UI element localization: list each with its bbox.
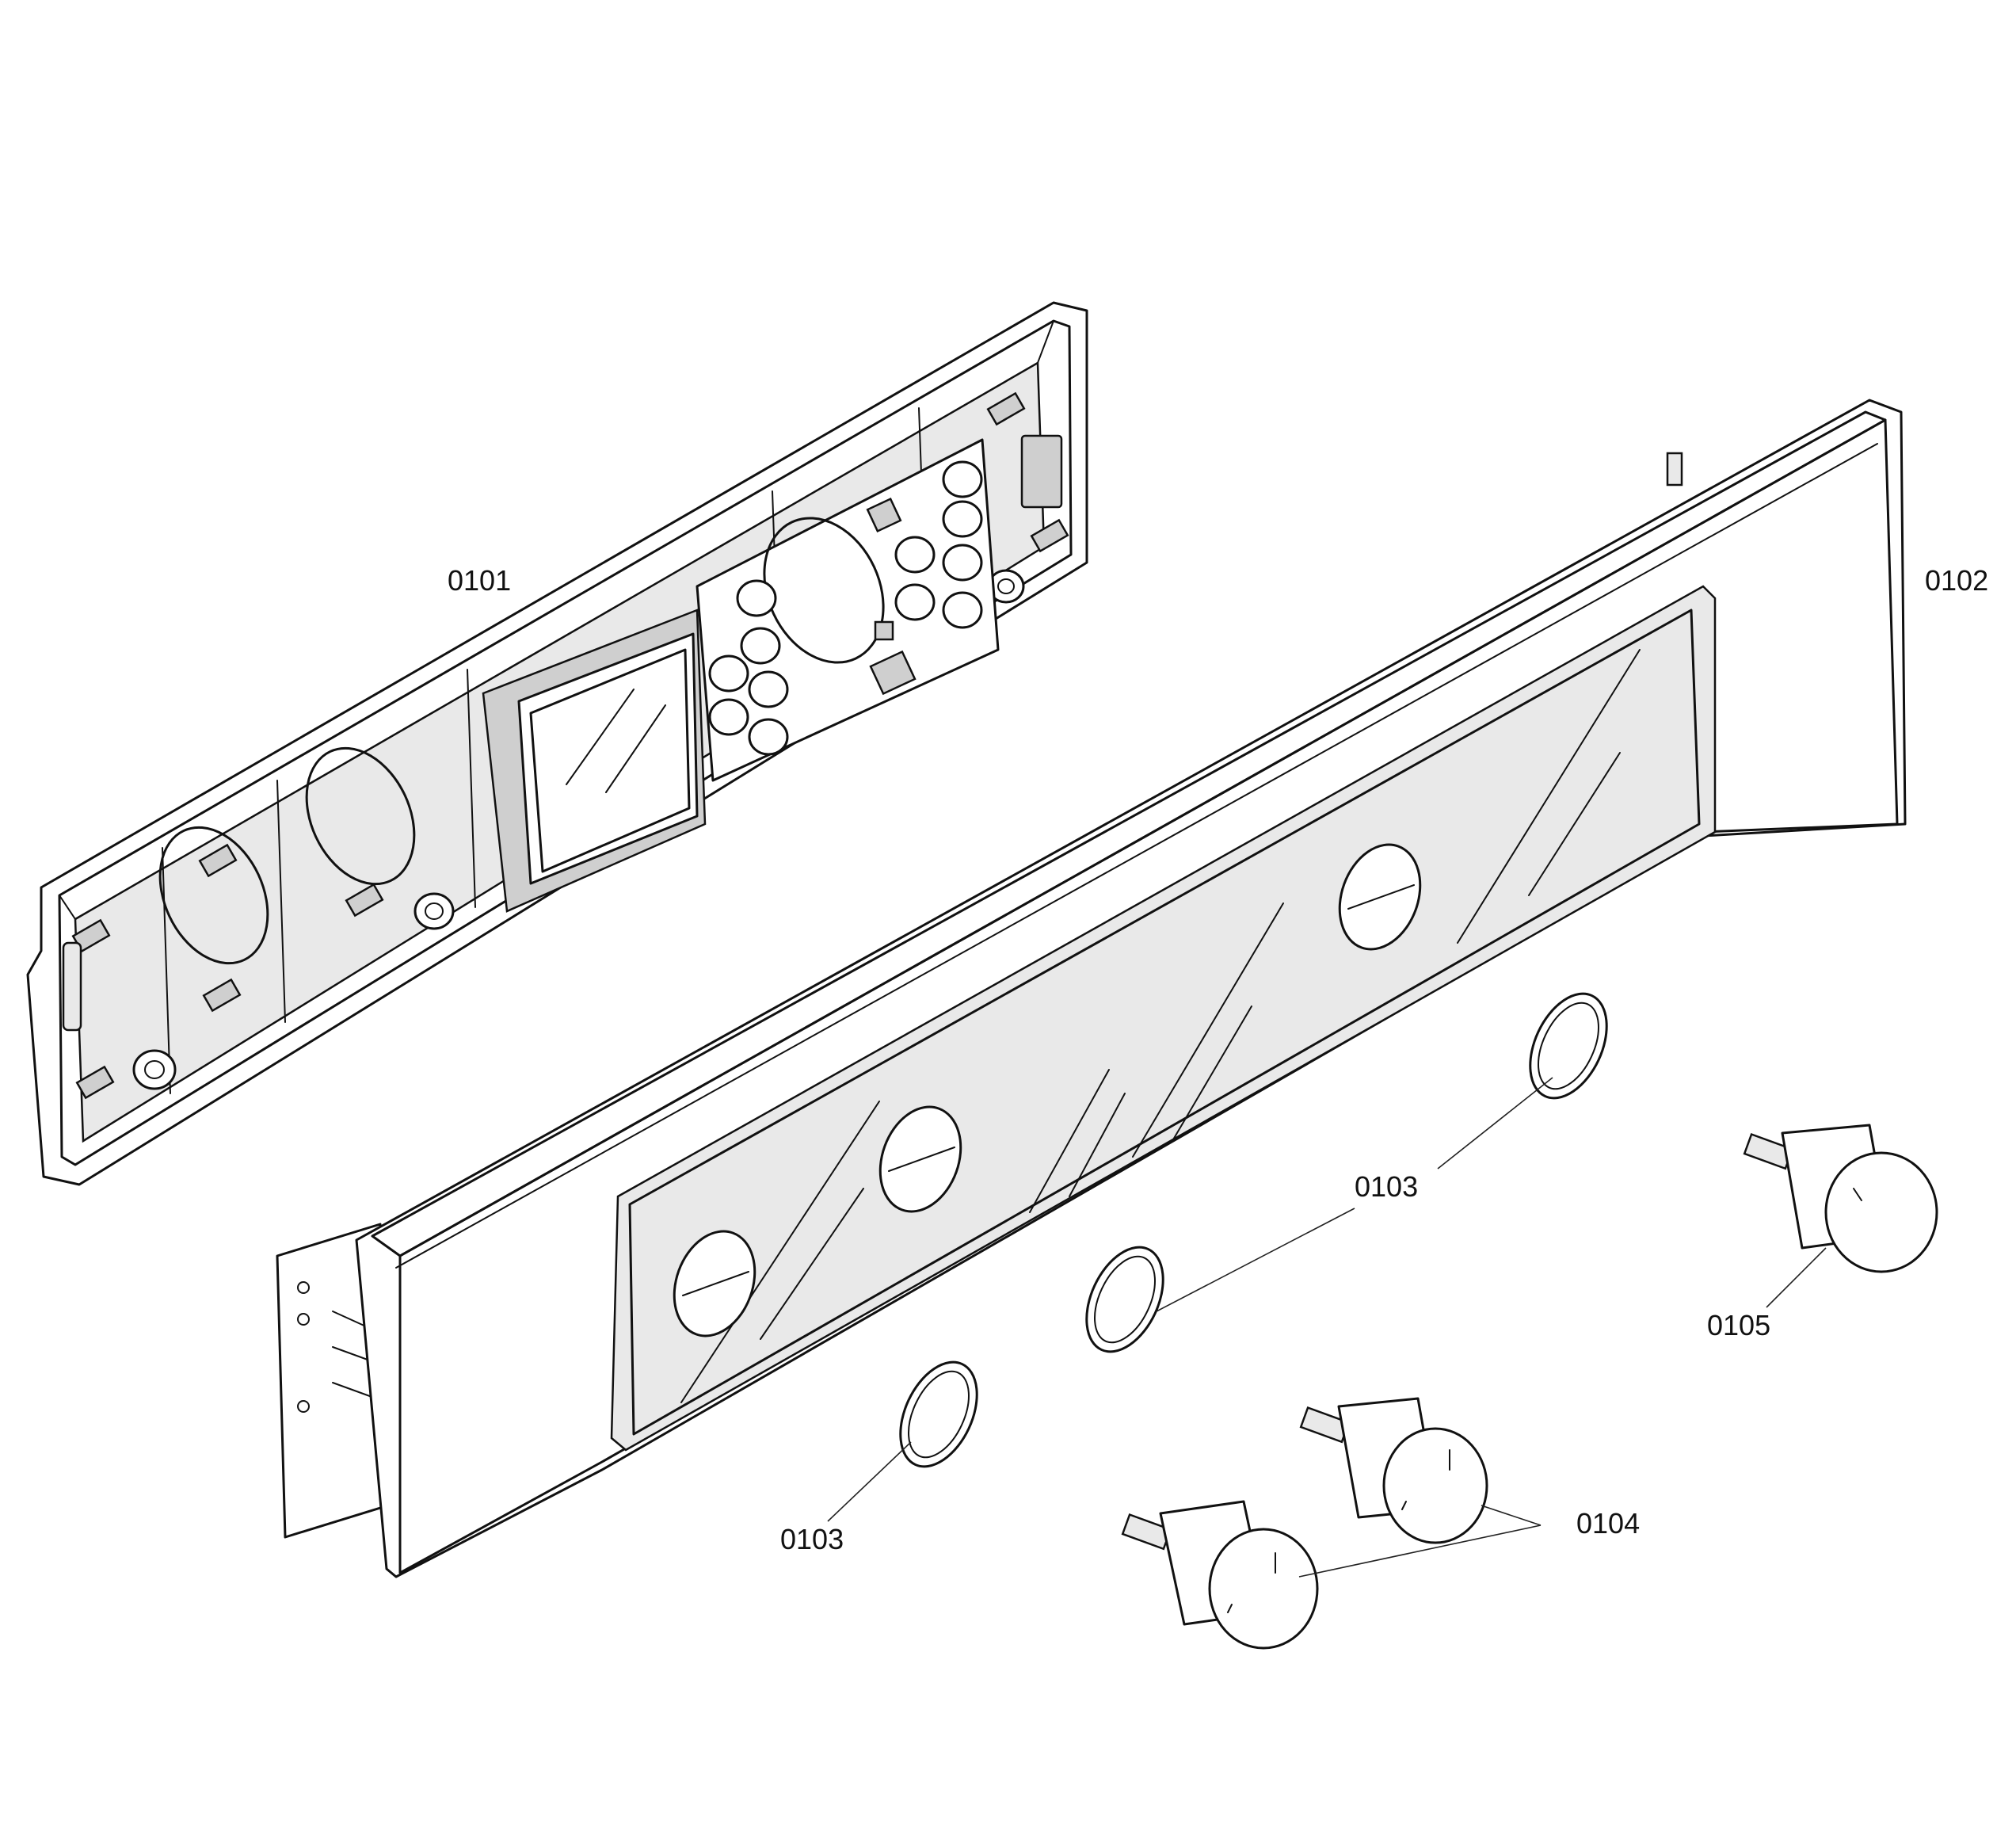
- label-0102: 0102: [1925, 564, 1988, 597]
- part-0102-front-fascia: [276, 399, 1907, 1578]
- label-0104: 0104: [1576, 1507, 1640, 1540]
- label-0103-upper: 0103: [1355, 1170, 1418, 1203]
- label-0103-lower: 0103: [780, 1523, 844, 1555]
- part-0103-trim-ring: [899, 1360, 978, 1468]
- part-0105-knob: [1743, 1124, 1938, 1273]
- label-0101: 0101: [448, 564, 511, 597]
- part-0101-control-housing: [26, 301, 1088, 1186]
- part-0104-knob: [1121, 1500, 1319, 1650]
- part-0103-trim-ring: [1085, 1246, 1164, 1353]
- label-0105: 0105: [1707, 1309, 1770, 1341]
- part-0103-trim-ring: [1529, 992, 1608, 1100]
- leader-lines: [827, 1077, 1827, 1578]
- part-0104-knob: [1299, 1397, 1488, 1544]
